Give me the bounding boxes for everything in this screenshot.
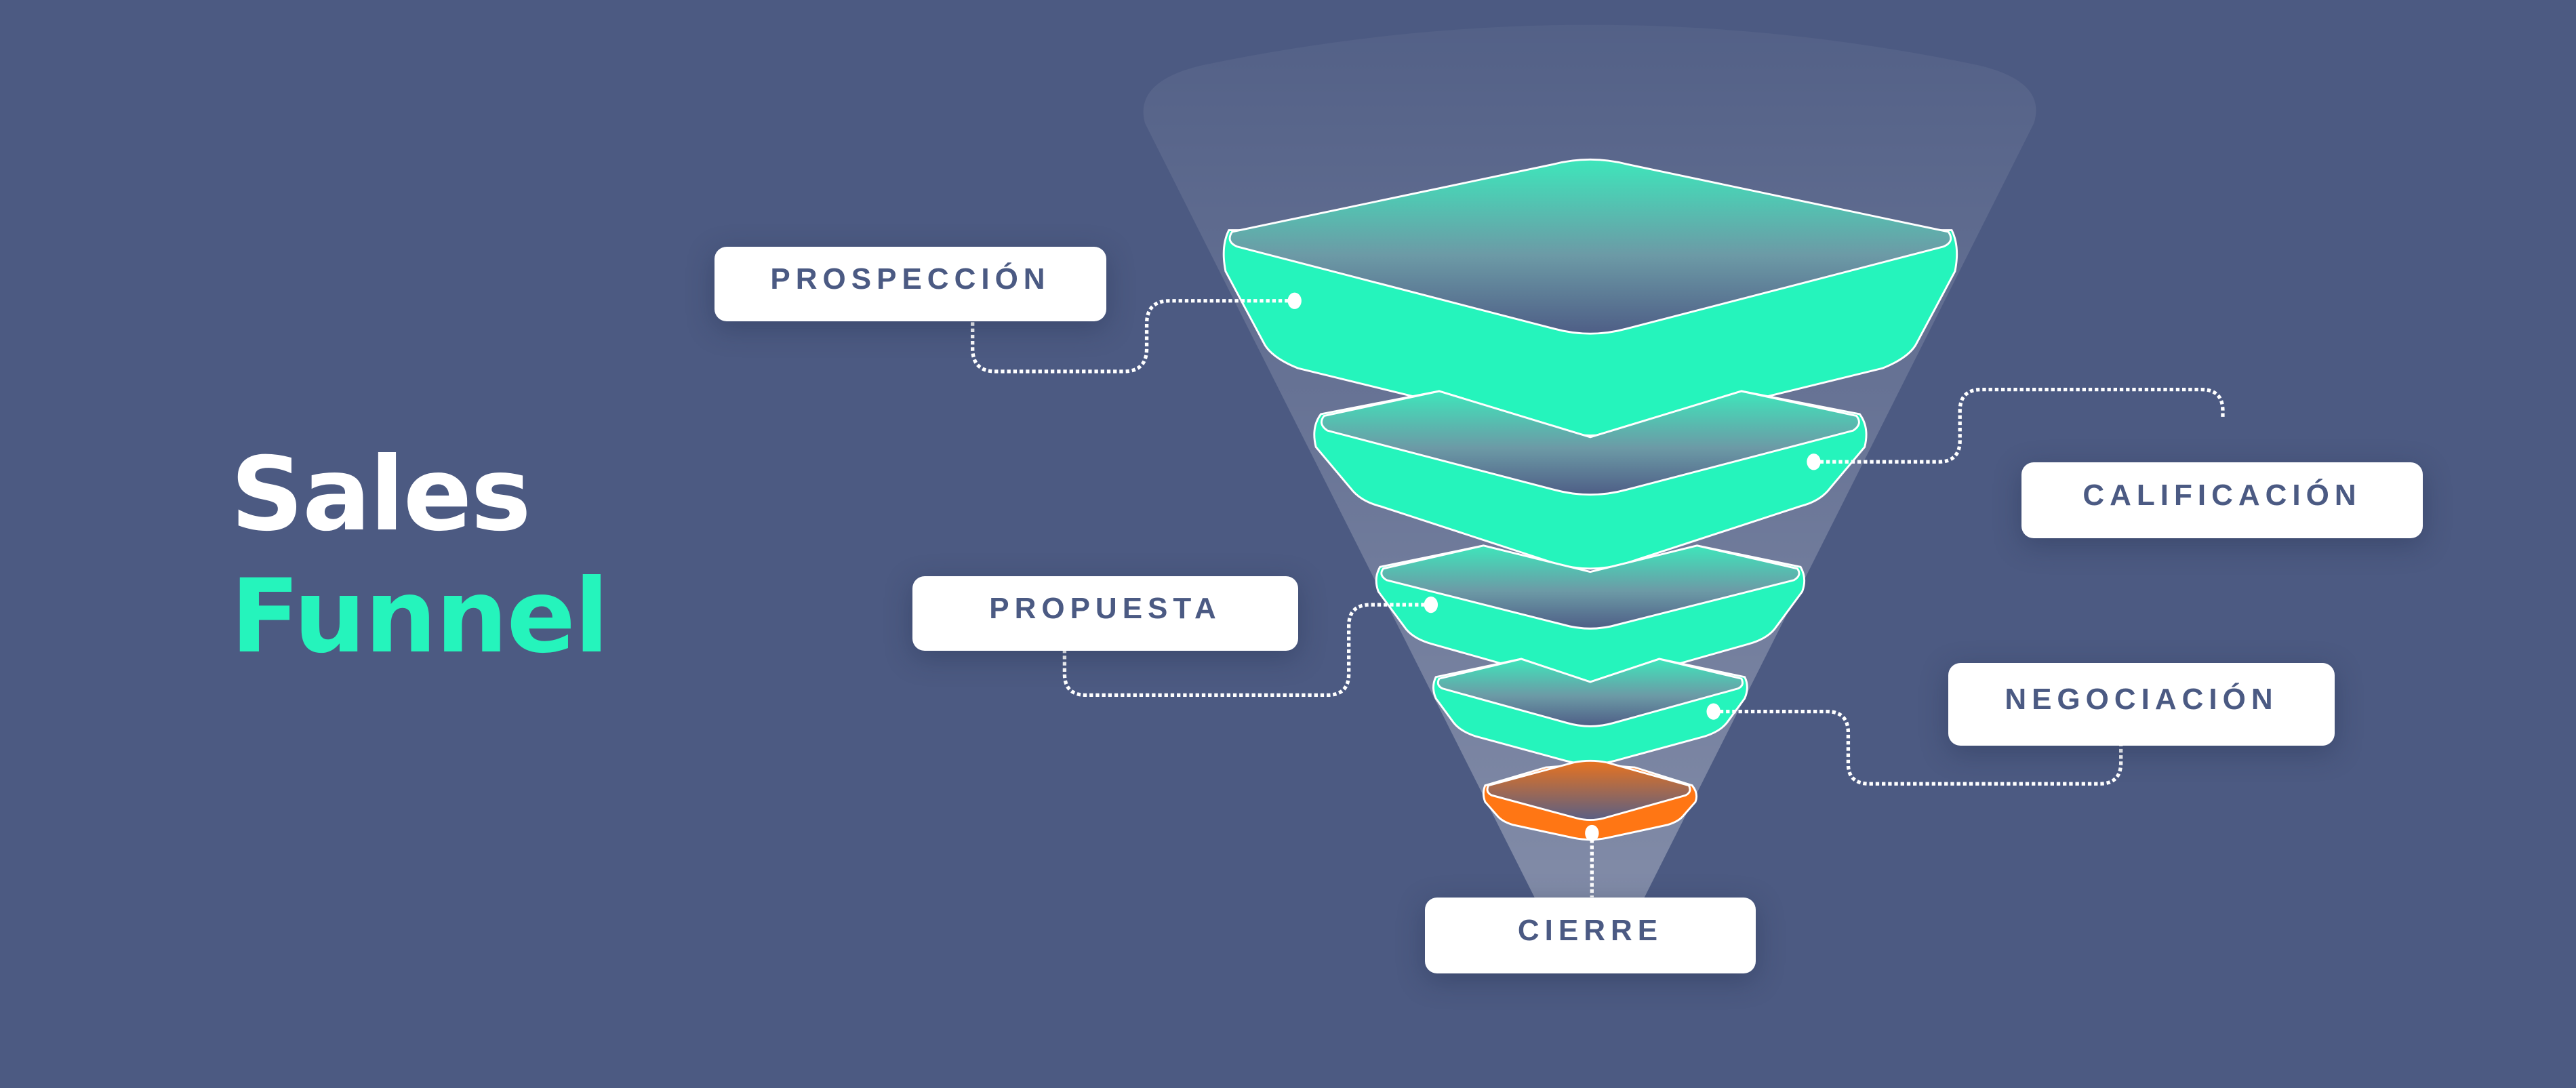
- stage-label-text: CALIFICACIÓN: [2082, 479, 2362, 512]
- stage-label-text: NEGOCIACIÓN: [2005, 683, 2278, 716]
- title-line-funnel: Funnel: [230, 558, 609, 676]
- title-line-sales: Sales: [230, 436, 531, 554]
- stage-label-cierre: CIERRE: [1425, 898, 1756, 973]
- connector-negociacion: [1713, 709, 2123, 786]
- stage-label-text: PROSPECCIÓN: [770, 262, 1051, 296]
- dot-cierre: [1585, 824, 1599, 842]
- page-title: Sales Funnel: [230, 434, 609, 678]
- stage-label-prospeccion: PROSPECCIÓN: [715, 247, 1106, 321]
- stage-2-shape: [1313, 390, 1868, 570]
- dot-negociacion: [1706, 703, 1720, 720]
- stage-5-shape: [1482, 759, 1698, 841]
- dot-propuesta: [1424, 596, 1438, 613]
- stage-label-calificacion: CALIFICACIÓN: [2021, 462, 2423, 538]
- connector-calificacion: [1813, 387, 2225, 464]
- stage-4-shape: [1432, 658, 1748, 765]
- stage-label-text: CIERRE: [1517, 914, 1664, 947]
- connector-lines: [971, 299, 2225, 898]
- dot-calificacion: [1807, 454, 1821, 470]
- stage-label-propuesta: PROPUESTA: [912, 576, 1298, 651]
- connector-propuesta: [1062, 603, 1431, 698]
- stage-label-negociacion: NEGOCIACIÓN: [1948, 663, 2335, 746]
- connector-dots: [1287, 292, 1821, 842]
- dot-prospeccion: [1287, 292, 1302, 309]
- stage-label-text: PROPUESTA: [989, 592, 1222, 625]
- stage-3-shape: [1375, 544, 1806, 686]
- stage-1-shape: [1222, 158, 1958, 437]
